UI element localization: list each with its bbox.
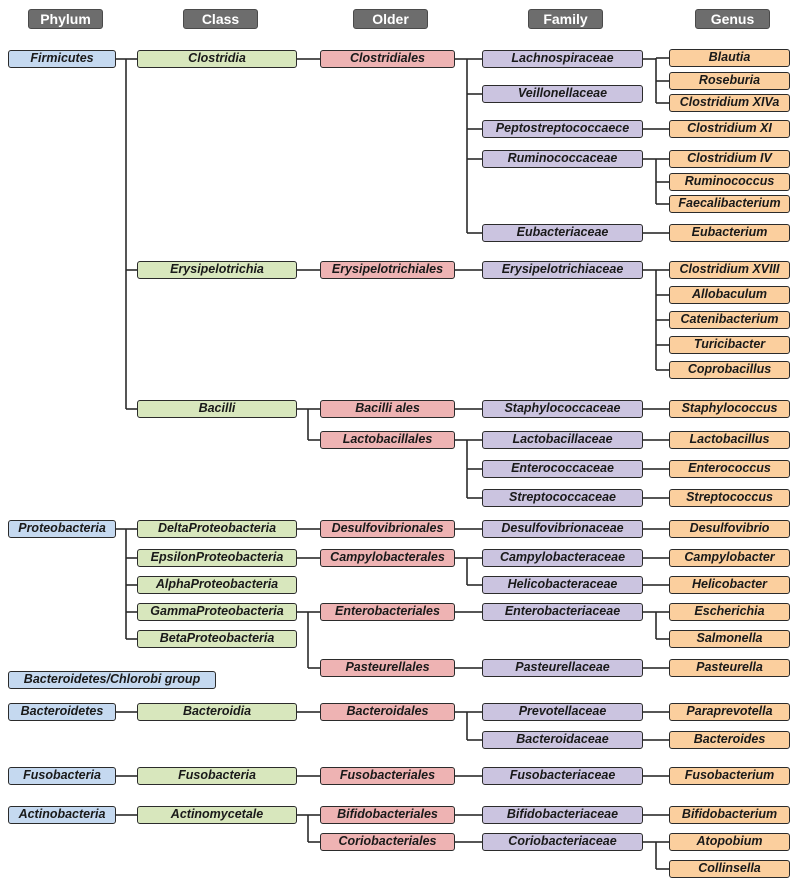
class-clostridia: Clostridia bbox=[137, 50, 297, 68]
class-epsilonproteobacteria: EpsilonProteobacteria bbox=[137, 549, 297, 567]
order-bacilliales: Bacilli ales bbox=[320, 400, 455, 418]
family-desulfovibrionaceae: Desulfovibrionaceae bbox=[482, 520, 643, 538]
genus-salmonella: Salmonella bbox=[669, 630, 790, 648]
genus-faecalibacterium: Faecalibacterium bbox=[669, 195, 790, 213]
genus-clostridium-xviii: Clostridium XVIII bbox=[669, 261, 790, 279]
genus-catenibacterium: Catenibacterium bbox=[669, 311, 790, 329]
order-campylobacterales: Campylobacterales bbox=[320, 549, 455, 567]
class-bacteroidia: Bacteroidia bbox=[137, 703, 297, 721]
genus-ruminococcus: Ruminococcus bbox=[669, 173, 790, 191]
genus-campylobacter: Campylobacter bbox=[669, 549, 790, 567]
order-erysipelotrichiales: Erysipelotrichiales bbox=[320, 261, 455, 279]
family-ruminococcaceae: Ruminococcaceae bbox=[482, 150, 643, 168]
family-helicobacteraceae: Helicobacteraceae bbox=[482, 576, 643, 594]
phylum-fusobacteria: Fusobacteria bbox=[8, 767, 116, 785]
genus-clostridium-xiva: Clostridium XIVa bbox=[669, 94, 790, 112]
family-fusobacteriaceae: Fusobacteriaceae bbox=[482, 767, 643, 785]
genus-roseburia: Roseburia bbox=[669, 72, 790, 90]
class-bacilli: Bacilli bbox=[137, 400, 297, 418]
family-streptococcaceae: Streptococcaceae bbox=[482, 489, 643, 507]
genus-bifidobacterium: Bifidobacterium bbox=[669, 806, 790, 824]
class-alphaproteobacteria: AlphaProteobacteria bbox=[137, 576, 297, 594]
class-actinomycetale: Actinomycetale bbox=[137, 806, 297, 824]
family-staphylococcaceae: Staphylococcaceae bbox=[482, 400, 643, 418]
header-class: Class bbox=[183, 9, 258, 29]
phylum-firmicutes: Firmicutes bbox=[8, 50, 116, 68]
genus-fusobacterium: Fusobacterium bbox=[669, 767, 790, 785]
order-pasteurellales: Pasteurellales bbox=[320, 659, 455, 677]
header-genus: Genus bbox=[695, 9, 770, 29]
order-bacteroidales: Bacteroidales bbox=[320, 703, 455, 721]
class-betaproteobacteria: BetaProteobacteria bbox=[137, 630, 297, 648]
family-pasteurellaceae: Pasteurellaceae bbox=[482, 659, 643, 677]
genus-lactobacillus: Lactobacillus bbox=[669, 431, 790, 449]
class-gammaproteobacteria: GammaProteobacteria bbox=[137, 603, 297, 621]
phylum-bacteroidetes: Bacteroidetes bbox=[8, 703, 116, 721]
order-coriobacteriales: Coriobacteriales bbox=[320, 833, 455, 851]
order-lactobacillales: Lactobacillales bbox=[320, 431, 455, 449]
family-coriobacteriaceae: Coriobacteriaceae bbox=[482, 833, 643, 851]
class-fusobacteria: Fusobacteria bbox=[137, 767, 297, 785]
genus-coprobacillus: Coprobacillus bbox=[669, 361, 790, 379]
genus-bacteroides: Bacteroides bbox=[669, 731, 790, 749]
order-enterobacteriales: Enterobacteriales bbox=[320, 603, 455, 621]
genus-clostridium-xi: Clostridium XI bbox=[669, 120, 790, 138]
family-eubacteriaceae: Eubacteriaceae bbox=[482, 224, 643, 242]
phylum-bacteroidetes-chlorobi: Bacteroidetes/Chlorobi group bbox=[8, 671, 216, 689]
genus-atopobium: Atopobium bbox=[669, 833, 790, 851]
genus-helicobacter: Helicobacter bbox=[669, 576, 790, 594]
phylum-actinobacteria: Actinobacteria bbox=[8, 806, 116, 824]
header-family: Family bbox=[528, 9, 603, 29]
family-peptostreptococcaece: Peptostreptococcaece bbox=[482, 120, 643, 138]
genus-blautia: Blautia bbox=[669, 49, 790, 67]
genus-pasteurella: Pasteurella bbox=[669, 659, 790, 677]
genus-eubacterium: Eubacterium bbox=[669, 224, 790, 242]
family-campylobacteraceae: Campylobacteraceae bbox=[482, 549, 643, 567]
order-desulfovibrionales: Desulfovibrionales bbox=[320, 520, 455, 538]
family-lactobacillaceae: Lactobacillaceae bbox=[482, 431, 643, 449]
phylum-proteobacteria: Proteobacteria bbox=[8, 520, 116, 538]
class-deltaproteobacteria: DeltaProteobacteria bbox=[137, 520, 297, 538]
genus-staphylococcus: Staphylococcus bbox=[669, 400, 790, 418]
genus-escherichia: Escherichia bbox=[669, 603, 790, 621]
genus-collinsella: Collinsella bbox=[669, 860, 790, 878]
family-enterococcaceae: Enterococcaceae bbox=[482, 460, 643, 478]
family-prevotellaceae: Prevotellaceae bbox=[482, 703, 643, 721]
header-order: Older bbox=[353, 9, 428, 29]
genus-turicibacter: Turicibacter bbox=[669, 336, 790, 354]
family-enterobacteriaceae: Enterobacteriaceae bbox=[482, 603, 643, 621]
order-fusobacteriales: Fusobacteriales bbox=[320, 767, 455, 785]
class-erysipelotrichia: Erysipelotrichia bbox=[137, 261, 297, 279]
family-veillonellaceae: Veillonellaceae bbox=[482, 85, 643, 103]
genus-enterococcus: Enterococcus bbox=[669, 460, 790, 478]
genus-desulfovibrio: Desulfovibrio bbox=[669, 520, 790, 538]
genus-clostridium-iv: Clostridium IV bbox=[669, 150, 790, 168]
genus-streptococcus: Streptococcus bbox=[669, 489, 790, 507]
order-bifidobacteriales: Bifidobacteriales bbox=[320, 806, 455, 824]
family-bacteroidaceae: Bacteroidaceae bbox=[482, 731, 643, 749]
order-clostridiales: Clostridiales bbox=[320, 50, 455, 68]
family-bifidobacteriaceae: Bifidobacteriaceae bbox=[482, 806, 643, 824]
header-phylum: Phylum bbox=[28, 9, 103, 29]
genus-paraprevotella: Paraprevotella bbox=[669, 703, 790, 721]
genus-allobaculum: Allobaculum bbox=[669, 286, 790, 304]
family-erysipelotrichiaceae: Erysipelotrichiaceae bbox=[482, 261, 643, 279]
family-lachnospiraceae: Lachnospiraceae bbox=[482, 50, 643, 68]
